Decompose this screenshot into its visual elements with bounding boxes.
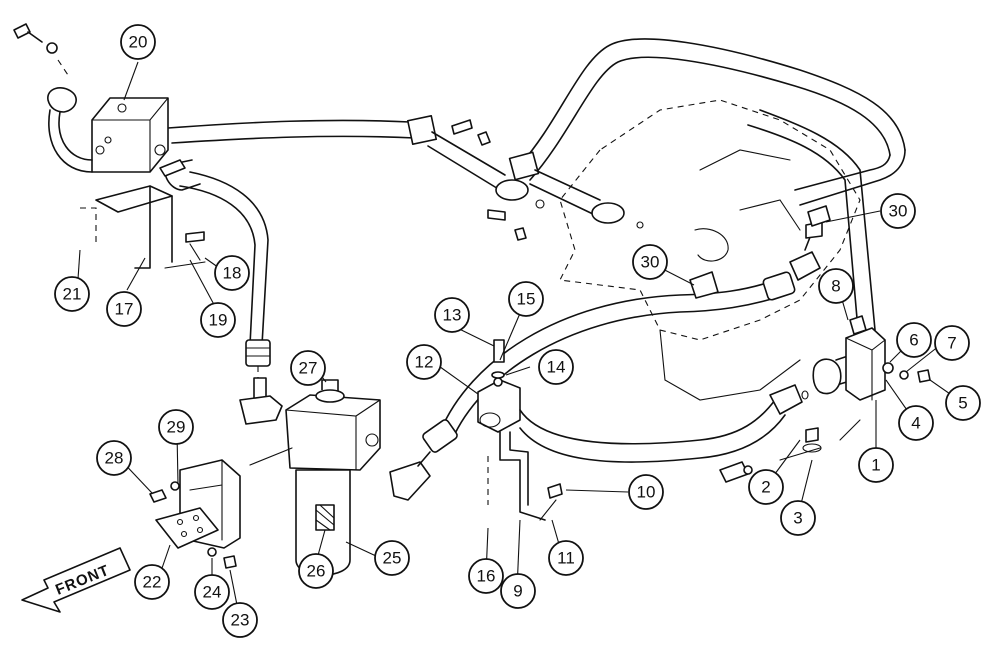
callout-11: 11 [548, 540, 584, 576]
svg-text:14: 14 [547, 358, 566, 377]
callout-15: 15 [508, 281, 544, 317]
callout-20: 20 [120, 24, 156, 60]
svg-text:28: 28 [105, 449, 124, 468]
filter-bracket-22 [149, 447, 293, 569]
callout-19: 19 [200, 302, 236, 338]
svg-text:15: 15 [517, 290, 536, 309]
callout-29: 29 [158, 409, 194, 445]
svg-text:30: 30 [889, 202, 908, 221]
valve-bracket-17 [80, 159, 206, 269]
top-left-bolt [13, 23, 93, 173]
callout-21: 21 [54, 276, 90, 312]
valve-block-20 [91, 97, 169, 173]
svg-text:11: 11 [557, 549, 575, 568]
top-pressure-pipe [167, 114, 644, 229]
callout-3: 3 [780, 500, 816, 536]
svg-text:23: 23 [231, 611, 250, 630]
callout-4: 4 [898, 405, 934, 441]
transmission-housing [559, 99, 861, 401]
svg-text:27: 27 [299, 359, 318, 378]
svg-text:30: 30 [641, 253, 660, 272]
svg-text:20: 20 [129, 33, 148, 52]
callout-9: 9 [500, 573, 536, 609]
callout-7: 7 [934, 325, 970, 361]
svg-text:22: 22 [143, 573, 162, 592]
callout-30-left: 30 [632, 244, 668, 280]
fitting-30 [689, 205, 831, 299]
callout-12: 12 [406, 344, 442, 380]
svg-text:13: 13 [443, 306, 462, 325]
callout-16: 16 [468, 558, 504, 594]
callout-2: 2 [748, 469, 784, 505]
svg-text:18: 18 [223, 264, 242, 283]
callout-6: 6 [896, 322, 932, 358]
svg-text:25: 25 [383, 549, 402, 568]
callout-22: 22 [134, 564, 170, 600]
callout-28: 28 [96, 440, 132, 476]
callout-23: 23 [222, 602, 258, 638]
svg-text:21: 21 [63, 285, 82, 304]
svg-text:8: 8 [831, 277, 840, 296]
upper-return-pipe [519, 38, 906, 331]
bracket-12 [477, 339, 563, 521]
svg-text:9: 9 [513, 582, 522, 601]
svg-text:16: 16 [477, 567, 496, 586]
svg-text:29: 29 [167, 418, 186, 437]
callout-10: 10 [628, 474, 664, 510]
svg-text:6: 6 [909, 331, 918, 350]
filter-assembly [285, 379, 431, 576]
callout-27: 27 [290, 350, 326, 386]
svg-text:12: 12 [415, 353, 434, 372]
svg-text:4: 4 [911, 414, 920, 433]
front-arrow: FRONT [21, 547, 131, 613]
hose-to-filter [179, 171, 283, 425]
callout-17: 17 [106, 291, 142, 327]
svg-text:26: 26 [307, 562, 326, 581]
lower-hose [422, 221, 823, 453]
callout-25: 25 [374, 540, 410, 576]
callout-30-right: 30 [880, 193, 916, 229]
svg-text:7: 7 [947, 334, 956, 353]
svg-text:17: 17 [115, 300, 134, 319]
callout-13: 13 [434, 297, 470, 333]
svg-text:24: 24 [203, 583, 222, 602]
callout-18: 18 [214, 255, 250, 291]
callout-14: 14 [538, 349, 574, 385]
svg-text:1: 1 [871, 456, 880, 475]
svg-text:19: 19 [209, 311, 228, 330]
callout-24: 24 [194, 574, 230, 610]
center-bolts [451, 119, 527, 241]
callout-8: 8 [818, 268, 854, 304]
svg-text:10: 10 [637, 483, 656, 502]
callout-5: 5 [945, 385, 981, 421]
svg-text:3: 3 [793, 509, 802, 528]
svg-text:2: 2 [761, 478, 770, 497]
callout-26: 26 [298, 553, 334, 589]
lower-right-pipe [519, 315, 931, 483]
callouts: 20 21 17 19 18 27 29 28 22 24 23 26 25 1… [54, 24, 981, 638]
callout-1: 1 [858, 447, 894, 483]
svg-text:5: 5 [958, 394, 967, 413]
